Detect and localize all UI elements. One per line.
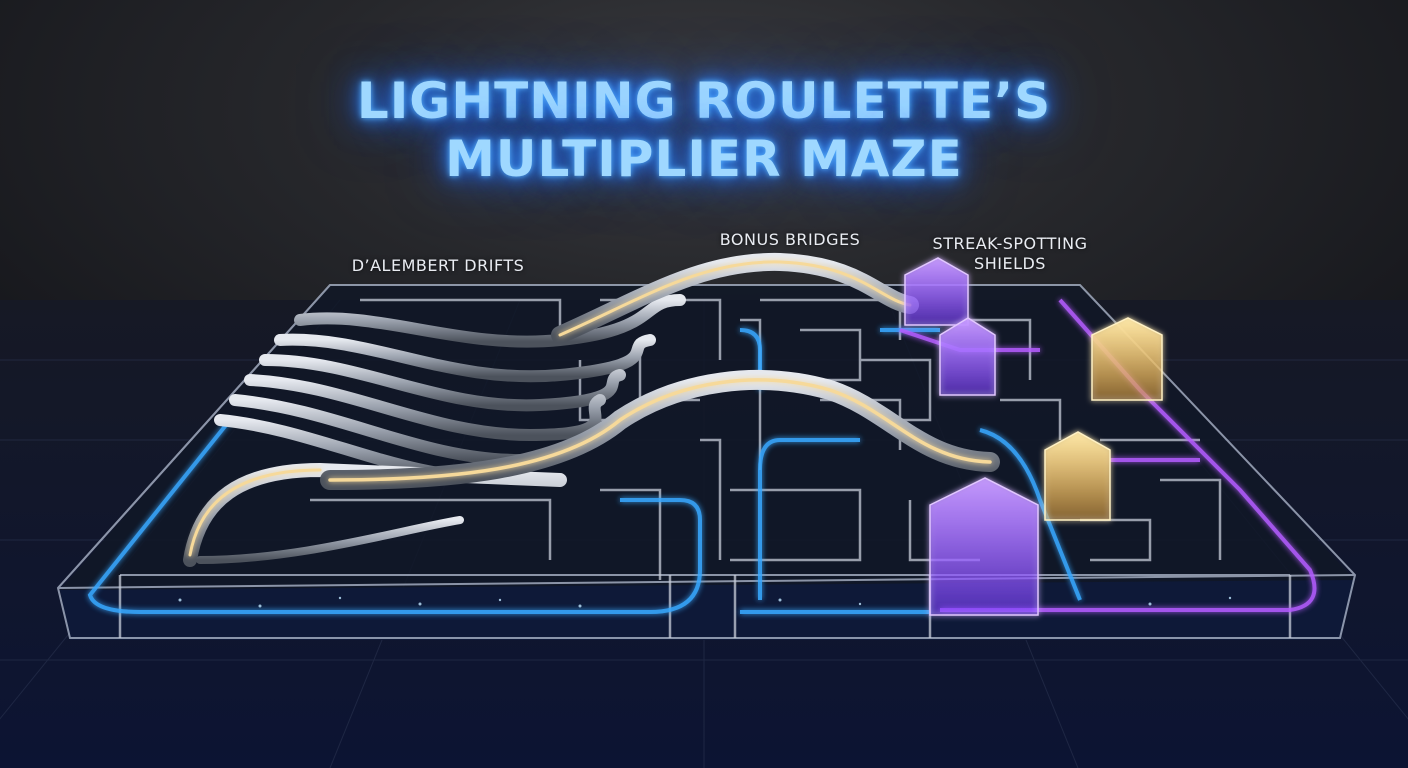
shield-purple-mid xyxy=(940,318,995,395)
label-shields-line-1: STREAK-SPOTTING xyxy=(900,234,1120,254)
shield-gold-right xyxy=(1092,318,1162,400)
label-bonus-bridges: BONUS BRIDGES xyxy=(690,230,890,250)
shield-purple-large xyxy=(930,478,1038,615)
label-shields-line-2: SHIELDS xyxy=(900,254,1120,274)
title-line-1: LIGHTNING ROULETTE’S xyxy=(0,72,1408,130)
label-streak-spotting-shields: STREAK-SPOTTING SHIELDS xyxy=(900,234,1120,274)
shield-gold-mid xyxy=(1045,432,1110,520)
page-title: LIGHTNING ROULETTE’S MULTIPLIER MAZE xyxy=(0,72,1408,188)
title-line-2: MULTIPLIER MAZE xyxy=(0,130,1408,188)
label-dalembert-drifts: D’ALEMBERT DRIFTS xyxy=(338,256,538,276)
